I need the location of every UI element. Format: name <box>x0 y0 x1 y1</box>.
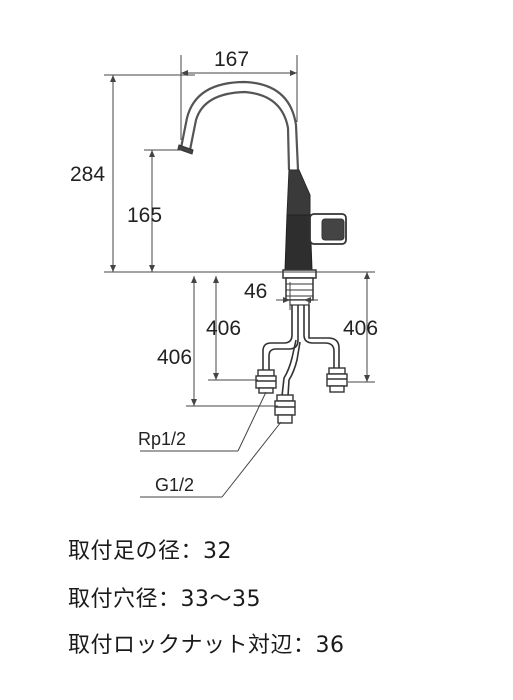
dim-hose-left: 406 <box>157 346 192 369</box>
dim-total-height: 284 <box>70 163 105 186</box>
dim-shank-offset: 46 <box>244 280 267 303</box>
dim-hose-right: 406 <box>343 317 378 340</box>
label-g-thread: G1/2 <box>155 475 194 495</box>
spec-foot-diameter: 取付足の径：32 <box>68 539 232 564</box>
center-fitting <box>274 394 296 424</box>
spec-hole-diameter: 取付穴径：33～35 <box>68 587 261 612</box>
dimension-lines <box>104 55 375 498</box>
dim-spout-height: 165 <box>127 204 162 227</box>
faucet-body <box>177 80 347 306</box>
dimension-arrows <box>110 70 370 406</box>
dim-spout-reach: 167 <box>214 48 249 71</box>
left-fitting <box>255 369 277 394</box>
dim-hose-mid: 406 <box>206 317 241 340</box>
right-fitting <box>326 367 348 393</box>
label-rp-thread: Rp1/2 <box>138 429 186 449</box>
spec-nut-width: 取付ロックナット対辺：36 <box>68 633 345 658</box>
supply-hoses <box>262 305 340 397</box>
